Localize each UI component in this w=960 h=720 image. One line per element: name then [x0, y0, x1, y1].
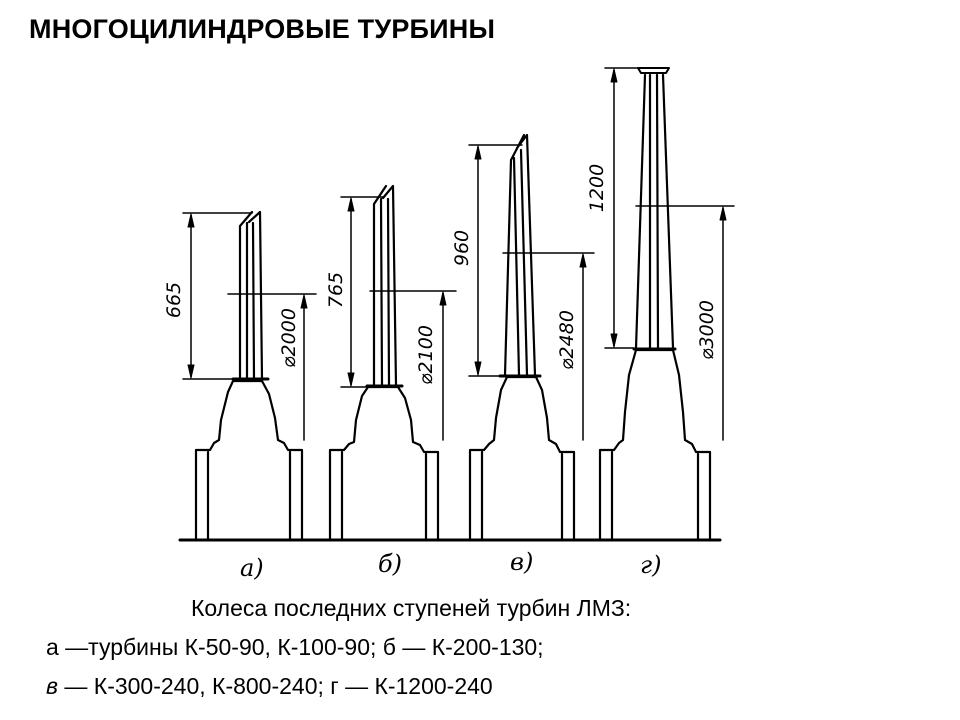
wheel-b [328, 184, 457, 542]
wheel-d-label: г) [640, 551, 662, 579]
caption-line-3: в — К-300-240, К-800-240; г — К-1200-240 [46, 673, 493, 700]
wheel-d-blade [634, 73, 675, 350]
page-title: МНОГОЦИЛИНДРОВЫЕ ТУРБИНЫ [29, 14, 496, 44]
wheel-b-diameter-label: ⌀2100 [415, 325, 437, 385]
wheel-d [598, 67, 735, 542]
caption-line-1: Колеса последних ступеней турбин ЛМЗ: [191, 595, 632, 621]
wheel-a-diameter-label: ⌀2000 [278, 308, 300, 368]
wheel-a-label: а) [240, 554, 264, 582]
wheel-a-height-label: 665 [163, 282, 185, 318]
wheel-a [182, 210, 317, 542]
wheel-d-height-label: 1200 [586, 164, 608, 212]
caption-line-3-text: — К-300-240, К-800-240; г — К-1200-240 [58, 673, 493, 699]
wheel-c [468, 133, 595, 542]
wheel-c-blade [503, 133, 537, 377]
wheel-b-disk [328, 385, 440, 542]
wheel-c-label: в) [510, 548, 533, 576]
wheel-d-diameter-label: ⌀3000 [696, 300, 718, 360]
wheel-b-height-label: 765 [325, 272, 347, 308]
wheel-b-label: б) [378, 550, 402, 578]
turbine-wheels-drawing: 665 ⌀2000 765 ⌀2100 960 ⌀2480 1200 ⌀3000… [163, 67, 735, 582]
wheel-c-height-label: 960 [451, 230, 473, 266]
wheel-a-blade [238, 210, 264, 381]
caption-line-2: а —турбины К-50-90, К-100-90; б — К-200-… [46, 634, 544, 660]
wheel-c-disk [468, 375, 576, 542]
wheel-d-disk [598, 348, 712, 542]
wheel-c-diameter-label: ⌀2480 [556, 310, 578, 370]
wheel-b-blade [372, 184, 398, 387]
wheel-a-disk [194, 379, 304, 542]
caption-line-3-letter: в [46, 673, 59, 699]
